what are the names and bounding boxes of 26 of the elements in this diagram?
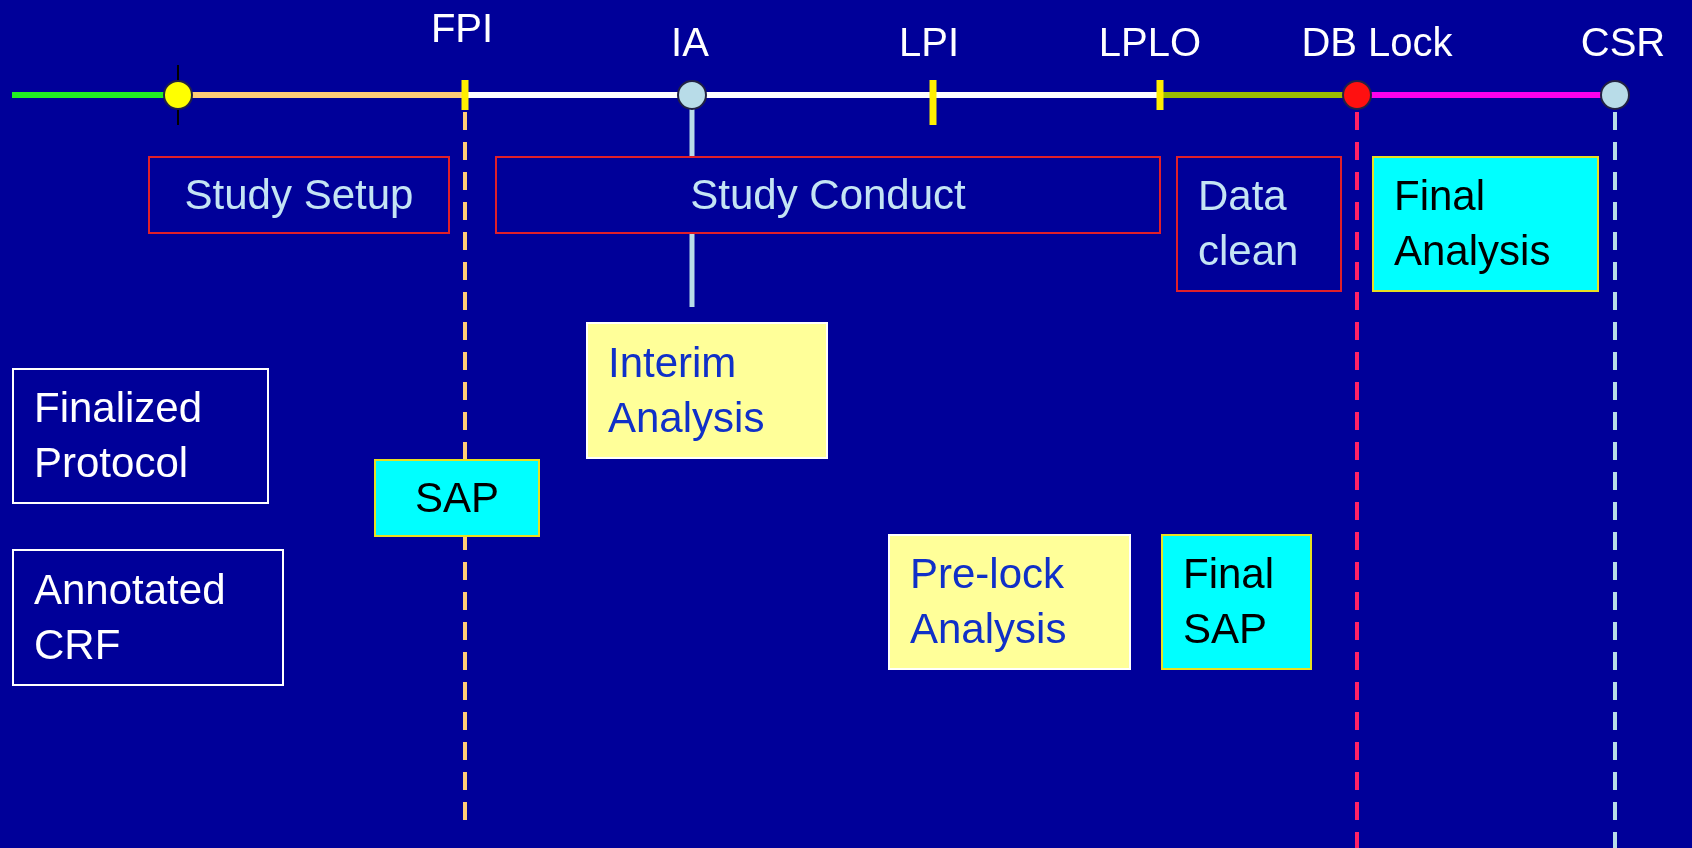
box-text: Study Setup — [184, 169, 414, 220]
box-text: Final Analysis — [1394, 171, 1552, 276]
box-text: Pre-lock Analysis — [910, 549, 1068, 654]
box-text: Finalized Protocol — [34, 383, 204, 488]
phase-box — [148, 156, 450, 234]
box-text: Interim Analysis — [608, 337, 766, 443]
phase-box — [374, 459, 540, 537]
box-text: Final SAP — [1183, 549, 1276, 654]
milestone-label: CSR — [1580, 20, 1666, 65]
milestone-label: DB Lock — [1301, 20, 1453, 65]
phase-box — [586, 322, 828, 459]
phase-box — [1372, 156, 1599, 292]
box-text: Study Conduct — [690, 169, 966, 220]
milestone-label: LPI — [899, 20, 959, 65]
phase-box — [495, 156, 1161, 234]
milestone-label: LPLO — [1098, 20, 1202, 65]
box-text: Annotated CRF — [34, 564, 227, 670]
phase-box — [888, 534, 1131, 670]
phase-box — [12, 368, 269, 504]
milestone-label: FPI — [430, 6, 494, 51]
phase-box — [1161, 534, 1312, 670]
box-text: Data clean — [1198, 171, 1300, 276]
phase-box — [1176, 156, 1342, 292]
phase-box — [12, 549, 284, 686]
milestone-label: IA — [671, 20, 709, 65]
box-text: SAP — [414, 472, 499, 523]
